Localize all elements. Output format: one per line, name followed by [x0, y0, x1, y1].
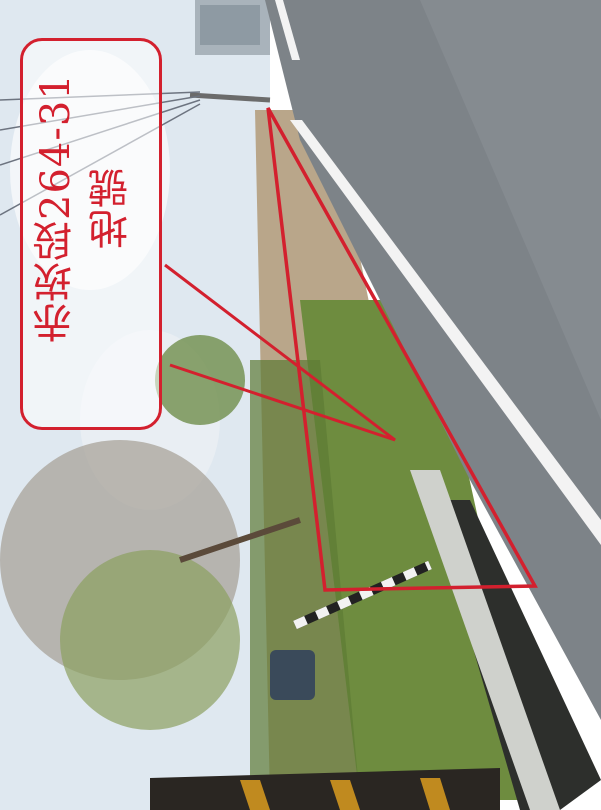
parcel-outline	[266, 107, 538, 592]
utility-pole	[189, 92, 271, 103]
building-window	[200, 5, 260, 45]
lane-line-far	[275, 0, 300, 60]
curb	[410, 470, 560, 810]
lane-line	[290, 120, 601, 545]
callout-pointer	[164, 263, 396, 442]
tree-canopy	[60, 550, 240, 730]
parked-car	[270, 650, 315, 700]
road-shade	[420, 0, 601, 420]
parcel-label-box	[20, 38, 162, 430]
barrier-strip-yellow	[330, 780, 360, 810]
tree-trunk	[179, 517, 301, 563]
parcel-label-line2: 地號	[89, 167, 135, 249]
barrier-strip-yellow	[420, 778, 450, 810]
barrier-strip-yellow	[240, 780, 270, 810]
striped-marker-pole-stripes	[293, 560, 432, 630]
barrier-strip	[150, 768, 500, 810]
tree-canopy	[155, 335, 245, 425]
parcel-label-line1: 赤崁段264-31	[33, 73, 79, 343]
grass-verge	[300, 300, 540, 800]
